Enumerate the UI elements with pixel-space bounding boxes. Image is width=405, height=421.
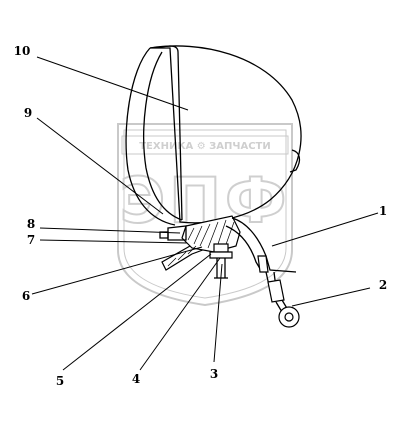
leader-lines bbox=[31, 56, 379, 371]
label-9: 9 bbox=[24, 106, 32, 120]
watermark-top-line: ТЕХНИКА ⚙ ЗАПЧАСТИ bbox=[139, 141, 271, 152]
headlamp-rim bbox=[125, 45, 183, 226]
label-6: 6 bbox=[22, 289, 30, 303]
label-3: 3 bbox=[210, 367, 218, 381]
bracket bbox=[225, 217, 297, 273]
label-1: 1 bbox=[379, 204, 387, 218]
label-10: 10 bbox=[14, 44, 31, 58]
label-4: 4 bbox=[132, 372, 140, 386]
callout-labels: 10 9 8 7 6 5 4 3 2 1 bbox=[14, 44, 388, 388]
label-8: 8 bbox=[27, 217, 35, 231]
label-2: 2 bbox=[379, 278, 387, 292]
label-5: 5 bbox=[56, 374, 64, 388]
label-7: 7 bbox=[27, 233, 35, 247]
wire-terminal bbox=[265, 271, 300, 328]
mounting-base bbox=[159, 215, 241, 271]
